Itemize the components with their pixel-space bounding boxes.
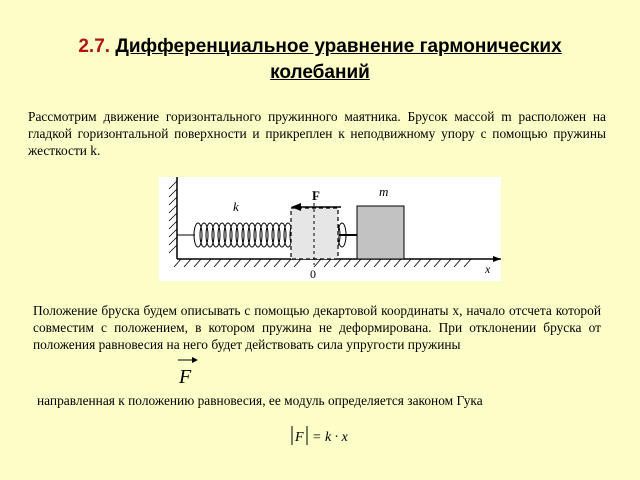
axis-arrow	[493, 256, 501, 262]
formula-rhs: = k · x	[312, 430, 349, 445]
floor-hatching	[173, 258, 472, 268]
wall-hatching	[168, 180, 178, 254]
slide-title: 2.7. Дифференциальное уравнение гармонич…	[0, 34, 640, 86]
title-line-1: Дифференциальное уравнение гармонических	[115, 36, 562, 57]
mass-block	[356, 205, 405, 260]
vector-arrowhead	[192, 357, 198, 363]
intro-paragraph: Рассмотрим движение горизонтального пруж…	[28, 109, 606, 158]
spring-label: k	[233, 199, 239, 214]
hooke-formula: F = k · x	[290, 424, 370, 448]
spring-pendulum-figure: x k F 0 m	[159, 177, 501, 281]
section-number: 2.7.	[78, 36, 111, 57]
force-vector-symbol: F	[176, 354, 200, 388]
hooke-paragraph: направленная к положению равновесия, ее …	[37, 393, 483, 408]
vector-letter: F	[178, 366, 192, 388]
coordinate-paragraph: Положение бруска будем описывать с помощ…	[33, 303, 601, 352]
mass-label: m	[379, 184, 388, 199]
axis-label: x	[484, 262, 491, 276]
origin-label: 0	[310, 267, 316, 281]
title-line-2: колебаний	[270, 62, 370, 83]
formula-lhs: F	[294, 430, 304, 445]
force-label: F	[312, 188, 320, 203]
